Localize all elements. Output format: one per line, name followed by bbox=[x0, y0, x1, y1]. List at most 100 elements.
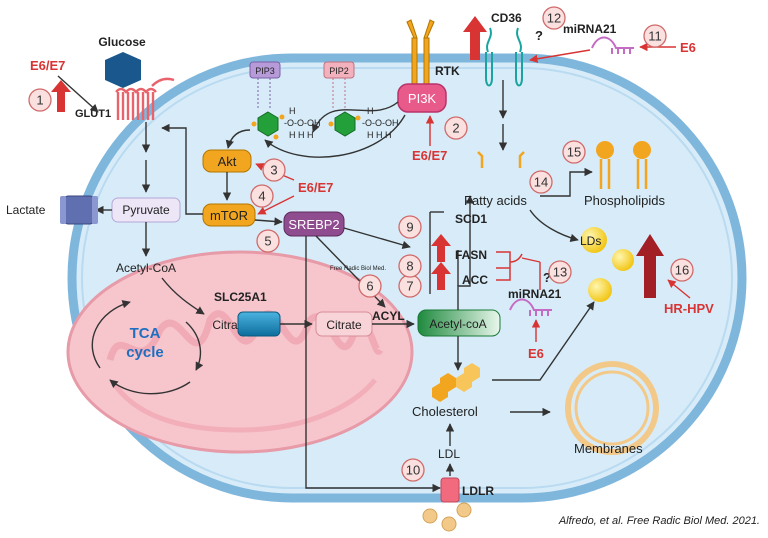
rtk-label: RTK bbox=[435, 64, 460, 78]
tca-cycle-label: cycle bbox=[126, 344, 164, 361]
svg-text:PIP3: PIP3 bbox=[255, 66, 275, 76]
svg-text:H H H: H H H bbox=[367, 130, 392, 140]
glut1-label: GLUT1 bbox=[75, 108, 111, 120]
acetylcoa-mito-label: Acetyl-CoA bbox=[116, 261, 176, 275]
ldlr-label: LDLR bbox=[462, 484, 494, 498]
step-badge-number: 15 bbox=[567, 145, 581, 160]
glucose-icon bbox=[105, 52, 141, 88]
e6-top-label: E6 bbox=[680, 40, 696, 55]
mirna21-mid-label: miRNA21 bbox=[508, 287, 562, 301]
svg-text:?: ? bbox=[535, 28, 543, 43]
pip2-lipid: PIP2 bbox=[323, 61, 355, 108]
step-badge-number: 5 bbox=[264, 234, 271, 249]
ldl-particle-icon bbox=[422, 508, 438, 524]
up-arrow-icon bbox=[431, 262, 451, 290]
e6e7-akt-label: E6/E7 bbox=[298, 180, 333, 195]
step-badge bbox=[562, 140, 586, 164]
svg-text:Acetyl-coA: Acetyl-coA bbox=[429, 317, 486, 331]
step-badge-number: 13 bbox=[553, 265, 567, 280]
inositol-ring-icon bbox=[257, 111, 279, 137]
lipid-droplet-icon bbox=[612, 249, 634, 271]
cd36-label: CD36 bbox=[491, 11, 522, 25]
cholesterol-icon bbox=[432, 363, 480, 402]
membranes-label: Membranes bbox=[574, 441, 643, 456]
svg-text:-O-O-OH: -O-O-OH bbox=[284, 118, 321, 128]
lipid-droplet-icon bbox=[588, 278, 612, 302]
fasn-label: FASN bbox=[455, 248, 487, 262]
step-badge bbox=[262, 158, 286, 182]
mirna-hairpin-icon bbox=[509, 298, 552, 316]
step-badge bbox=[398, 215, 422, 239]
step-badge-number: 1 bbox=[36, 93, 43, 108]
step-badge-number: 8 bbox=[406, 259, 413, 274]
svg-text:SREBP2: SREBP2 bbox=[288, 217, 339, 232]
step-badge bbox=[548, 260, 572, 284]
tca-label: TCA bbox=[130, 325, 161, 342]
cd36-receptor bbox=[485, 27, 523, 87]
inositol-ring-icon bbox=[334, 111, 356, 137]
step-badge bbox=[444, 116, 468, 140]
svg-text:PIP2: PIP2 bbox=[329, 66, 349, 76]
step-badge bbox=[643, 24, 667, 48]
svg-text:Citrate: Citrate bbox=[326, 318, 362, 332]
phospholipids-label: Phospholipids bbox=[584, 193, 665, 208]
acc-label: ACC bbox=[462, 273, 488, 287]
step-badge-number: 14 bbox=[534, 175, 548, 190]
pip3-lipid: PIP3 bbox=[249, 61, 281, 108]
lds-label: LDs bbox=[580, 234, 601, 248]
slc25a1-label: SLC25A1 bbox=[214, 290, 267, 304]
slc25a1-transporter bbox=[237, 311, 281, 337]
ldl-particle-icon bbox=[456, 502, 472, 518]
step-badge bbox=[398, 254, 422, 278]
fatty-acid-icon bbox=[477, 151, 525, 168]
step-badge-number: 10 bbox=[406, 463, 420, 478]
svg-text:?: ? bbox=[543, 270, 551, 285]
step-badge-number: 12 bbox=[547, 11, 561, 26]
lactate-label: Lactate bbox=[6, 203, 46, 217]
citation-caption: Alfredo, et al. Free Radic Biol Med. 202… bbox=[558, 515, 760, 527]
lactate-transporter bbox=[60, 195, 98, 225]
acyl-label: ACYL bbox=[372, 309, 405, 323]
hr-hpv-label: HR-HPV bbox=[664, 301, 714, 316]
svg-text:H H H: H H H bbox=[289, 130, 314, 140]
glucose-label: Glucose bbox=[98, 35, 146, 49]
step-badge-number: 6 bbox=[366, 279, 373, 294]
step-badge bbox=[529, 170, 553, 194]
lipid-droplet-icon bbox=[581, 227, 607, 253]
step-badge bbox=[28, 88, 52, 112]
svg-text:-O-O-OH: -O-O-OH bbox=[362, 118, 399, 128]
step-badge bbox=[401, 458, 425, 482]
step-badge-number: 9 bbox=[406, 220, 413, 235]
mirna-hairpin-icon bbox=[591, 36, 634, 54]
step-badge bbox=[256, 229, 280, 253]
glut1-transporter bbox=[115, 77, 175, 120]
up-arrow-icon bbox=[463, 16, 487, 60]
step-badge bbox=[250, 184, 274, 208]
mirna21-top-label: miRNA21 bbox=[563, 22, 617, 36]
up-arrow-icon bbox=[51, 80, 71, 112]
e6-mid-label: E6 bbox=[528, 346, 544, 361]
svg-text:Pyruvate: Pyruvate bbox=[122, 203, 170, 217]
ldlr-receptor bbox=[440, 477, 460, 503]
svg-text:PI3K: PI3K bbox=[408, 91, 437, 106]
acetylcoa-cyto-node bbox=[417, 309, 501, 337]
e6e7-glut-label: E6/E7 bbox=[30, 58, 65, 73]
up-arrow-icon bbox=[431, 234, 451, 262]
up-arrow-icon bbox=[636, 234, 664, 298]
step-badge-number: 2 bbox=[452, 121, 459, 136]
step-badge bbox=[670, 258, 694, 282]
srebp2-node bbox=[283, 211, 345, 237]
membrane-vesicle-icon bbox=[565, 361, 659, 455]
svg-text:Akt: Akt bbox=[218, 154, 237, 169]
step-badge-number: 4 bbox=[258, 189, 265, 204]
ldl-particle-icon bbox=[441, 516, 457, 532]
svg-text:mTOR: mTOR bbox=[210, 208, 248, 223]
phospholipid-icon bbox=[596, 141, 651, 189]
mtor-node bbox=[202, 203, 256, 227]
step-badge-number: 16 bbox=[675, 263, 689, 278]
cholesterol-label: Cholesterol bbox=[412, 404, 478, 419]
ldl-label: LDL bbox=[438, 447, 460, 461]
pi3k-node: PI3K bbox=[397, 83, 447, 113]
